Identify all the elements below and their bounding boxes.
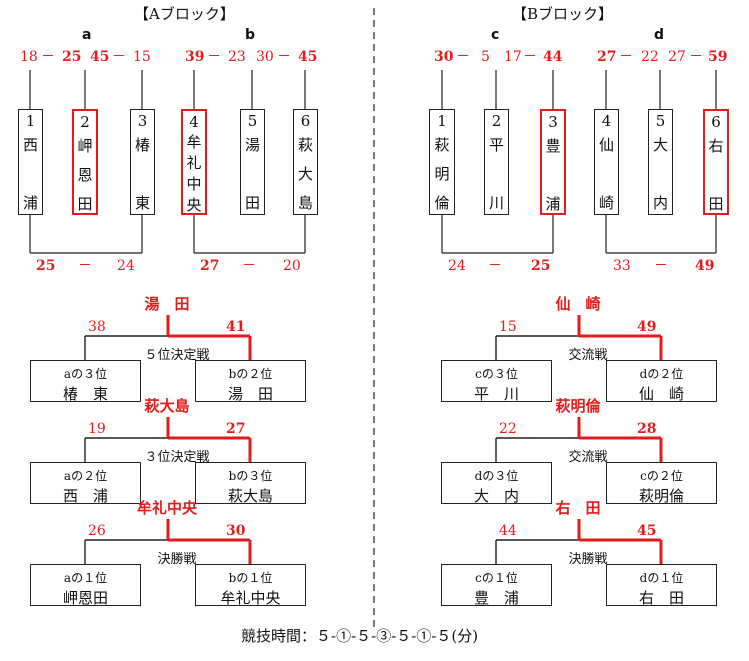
score-d-5v6-left: 27 bbox=[668, 49, 686, 65]
match-title: 決勝戦 bbox=[122, 548, 232, 567]
score-c-1v3-left: 24 bbox=[448, 258, 466, 274]
match-right-team: bの３位萩大島 bbox=[195, 462, 306, 505]
match-left-team: cの１位豊 浦 bbox=[441, 564, 552, 607]
score-a-2v3-left: 45 bbox=[90, 49, 110, 65]
block-a-title: 【Aブロック】 bbox=[134, 5, 235, 23]
match-right-team: dの１位右 田 bbox=[606, 564, 717, 607]
match-score-left: 22 bbox=[499, 421, 517, 437]
group-c-label: c bbox=[491, 27, 500, 43]
score-b-4v5-left: 39 bbox=[185, 49, 205, 65]
score-c-1v2-right: 5 bbox=[481, 49, 490, 65]
match-left-team: cの３位平 川 bbox=[441, 360, 552, 403]
match-left-team: aの２位西 浦 bbox=[30, 462, 141, 505]
match-score-left: 26 bbox=[88, 523, 106, 539]
score-d-4v6-left: 33 bbox=[613, 258, 631, 274]
score-c-2v3-left: 17 bbox=[504, 49, 522, 65]
score-b-4v5-right: 23 bbox=[228, 49, 246, 65]
score-a-1v3-left: 25 bbox=[36, 258, 56, 274]
match-score-right: 30 bbox=[226, 523, 246, 539]
match-right-team: bの２位湯 田 bbox=[195, 360, 306, 403]
match-title: ３位決定戦 bbox=[122, 446, 232, 465]
match-score-left: 15 bbox=[499, 319, 517, 335]
block-b-title: 【Bブロック】 bbox=[512, 5, 614, 23]
footer-time: 競技時間：５-①-５-③-５-①-５(分) bbox=[241, 627, 479, 645]
score-d-5v6-right: 59 bbox=[708, 49, 728, 65]
match-winner: 湯 田 bbox=[144, 295, 190, 313]
match-score-left: 44 bbox=[499, 523, 517, 539]
match-title: ５位決定戦 bbox=[122, 344, 232, 363]
match-winner: 牟礼中央 bbox=[137, 499, 198, 517]
group-d-label: d bbox=[654, 27, 665, 43]
group-a-label: a bbox=[82, 27, 92, 43]
match-score-left: 38 bbox=[88, 319, 106, 335]
score-d-4v5-right: 22 bbox=[641, 49, 659, 65]
score-a-1v2-left: 18 bbox=[20, 49, 38, 65]
score-c-1v2-left: 30 bbox=[434, 49, 454, 65]
match-title: 決勝戦 bbox=[533, 548, 643, 567]
match-title: 交流戦 bbox=[533, 446, 643, 465]
match-score-right: 49 bbox=[637, 319, 657, 335]
match-winner: 右 田 bbox=[555, 499, 601, 517]
match-title: 交流戦 bbox=[533, 344, 643, 363]
group-b-label: b bbox=[245, 27, 256, 43]
score-d-4v5-left: 27 bbox=[597, 49, 617, 65]
match-winner: 萩明倫 bbox=[555, 397, 601, 415]
match-score-right: 41 bbox=[226, 319, 246, 335]
match-left-team: dの３位大 内 bbox=[441, 462, 552, 505]
match-left-team: aの３位椿 東 bbox=[30, 360, 141, 403]
score-b-5v6-right: 45 bbox=[298, 49, 318, 65]
score-d-4v6-right: 49 bbox=[695, 258, 715, 274]
score-c-2v3-right: 44 bbox=[543, 49, 563, 65]
match-right-team: bの１位牟礼中央 bbox=[195, 564, 306, 607]
score-c-1v3-right: 25 bbox=[531, 258, 551, 274]
match-right-team: cの２位萩明倫 bbox=[606, 462, 717, 505]
score-a-1v2-right: 25 bbox=[62, 49, 82, 65]
match-score-right: 28 bbox=[637, 421, 657, 437]
match-left-team: aの１位岬恩田 bbox=[30, 564, 141, 607]
match-score-right: 27 bbox=[226, 421, 246, 437]
match-score-right: 45 bbox=[637, 523, 657, 539]
match-score-left: 19 bbox=[88, 421, 106, 437]
match-winner: 仙 崎 bbox=[555, 295, 601, 313]
match-right-team: dの２位仙 崎 bbox=[606, 360, 717, 403]
score-b-5v6-left: 30 bbox=[256, 49, 274, 65]
score-a-1v3-right: 24 bbox=[117, 258, 135, 274]
match-winner: 萩大島 bbox=[144, 397, 190, 415]
score-b-4v6-right: 20 bbox=[283, 258, 301, 274]
score-a-2v3-right: 15 bbox=[133, 49, 151, 65]
score-b-4v6-left: 27 bbox=[200, 258, 220, 274]
